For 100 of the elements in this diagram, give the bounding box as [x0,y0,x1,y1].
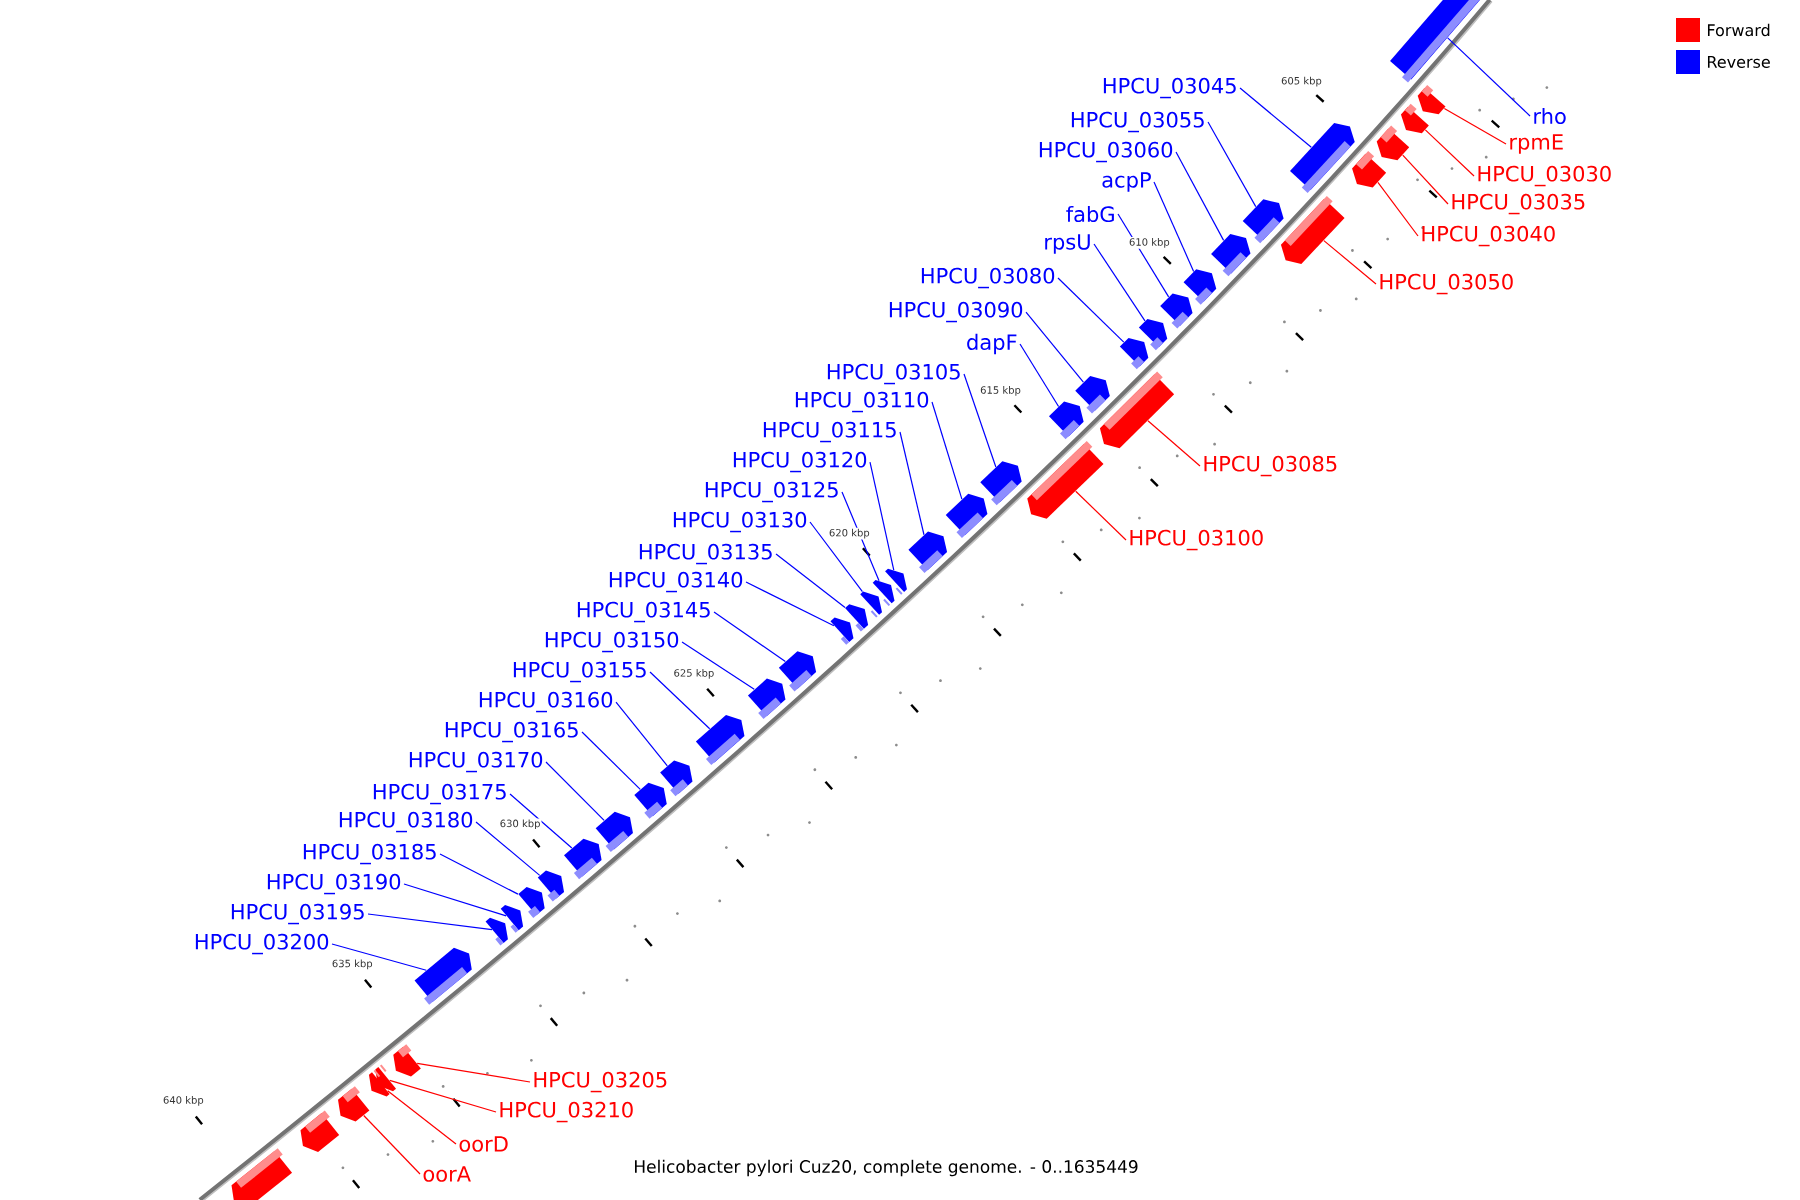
gene-block [1376,125,1410,161]
gene-block [231,1148,293,1200]
gene-block [393,1044,421,1077]
gene-label: HPCU_03105 [827,363,960,385]
gene-block [1099,371,1175,449]
gene-label: HPCU_03205 [534,1071,667,1093]
gene-block [1417,85,1446,115]
leader-line [509,793,573,849]
gene-block [1049,401,1084,440]
gene-label: HPCU_03100 [1130,529,1263,551]
legend-label: Forward [1708,23,1770,37]
gene-label: HPCU_03145 [577,601,710,623]
gene-label: HPCU_03210 [500,1101,633,1123]
gene-block [1352,150,1387,188]
gene-block [1138,319,1168,351]
gene-label: HPCU_03200 [195,933,329,955]
gene-block [500,905,524,933]
gene-label: HPCU_03150 [545,631,679,653]
leader-line [649,671,711,730]
leader-line [775,553,846,609]
gene-label: HPCU_03160 [479,691,613,713]
gene-block [564,838,602,880]
leader-line [809,521,863,593]
gene-block [1280,195,1345,264]
gene-label: oorD [459,1136,508,1152]
leader-line [841,491,880,582]
leader-line [1057,277,1125,343]
gene-label: HPCU_03115 [763,421,896,443]
leader-line [899,431,925,536]
leader-line [1424,129,1475,177]
gene-label: HPCU_03155 [513,661,646,683]
gene-label: rpmE [1510,134,1563,154]
gene-block [300,1110,340,1152]
leader-line [403,883,507,917]
leader-line [931,401,963,500]
gene-label: HPCU_03165 [445,721,578,743]
leader-line [439,853,519,895]
leader-line [581,731,641,790]
leader-line [1323,240,1377,285]
gene-block [845,604,869,632]
leader-line [387,1090,457,1145]
gene-label: HPCU_03055 [1071,111,1204,133]
leader-line [1147,420,1201,467]
legend-label: Reverse [1708,56,1770,68]
leader-line [713,611,786,663]
gene-block [1160,293,1193,329]
caption: Helicobacter pylori Cuz20, complete genome. - 0..1635449 [635,1159,1138,1177]
gene-block [338,1086,370,1122]
gene-block [634,782,667,819]
leader-line [963,373,997,468]
leader-line [1075,490,1127,541]
gene-block [595,811,633,853]
leader-line [363,1114,421,1175]
gene-block [908,531,948,573]
gene-label: HPCU_03135 [639,543,772,565]
gene-label: HPCU_03140 [609,571,743,593]
gene-label: oorA [423,1166,471,1182]
leader-line [869,461,895,571]
gene-label: rpsU [1045,234,1090,254]
leader-line [1019,343,1060,408]
gene-label: HPCU_03045 [1103,77,1236,99]
gene-block [1400,103,1429,134]
gene-block [518,886,545,918]
leader-line [1093,243,1146,322]
leader-line [1447,37,1531,117]
leader-line [1239,87,1312,148]
leader-line [1377,181,1419,237]
leader-line [681,641,755,690]
gene-label: HPCU_03080 [921,267,1055,289]
gene-block [414,947,472,1005]
gene-block [885,568,907,595]
gene-label: HPCU_03195 [231,903,364,925]
leader-line [1175,151,1225,241]
leader-line [615,701,668,767]
gene-block [1183,269,1217,305]
gene-label: HPCU_03040 [1422,225,1555,247]
gene-block [1390,0,1485,83]
gene-block [980,461,1022,506]
leader-line [745,581,835,627]
leader-line [416,1062,531,1083]
gene-block [1119,337,1149,370]
gene-block [747,678,786,720]
gene-block [537,870,565,902]
leader-line [1443,107,1507,145]
leader-line [1153,181,1195,272]
gene-label: HPCU_03120 [733,451,867,473]
leader-line [1025,311,1084,383]
gene-label: HPCU_03085 [1204,455,1337,477]
leader-line [389,1079,497,1113]
gene-block [860,591,883,618]
gene-block [368,1069,390,1097]
gene-block [945,493,988,539]
gene-label: HPCU_03050 [1380,273,1513,295]
leader-line [331,943,427,971]
leader-line [367,913,493,931]
gene-label: HPCU_03180 [339,811,473,833]
gene-block [830,617,854,645]
gene-block [1075,376,1110,414]
gene-label: HPCU_03030 [1478,165,1611,187]
gene-label: HPCU_03130 [673,511,807,533]
